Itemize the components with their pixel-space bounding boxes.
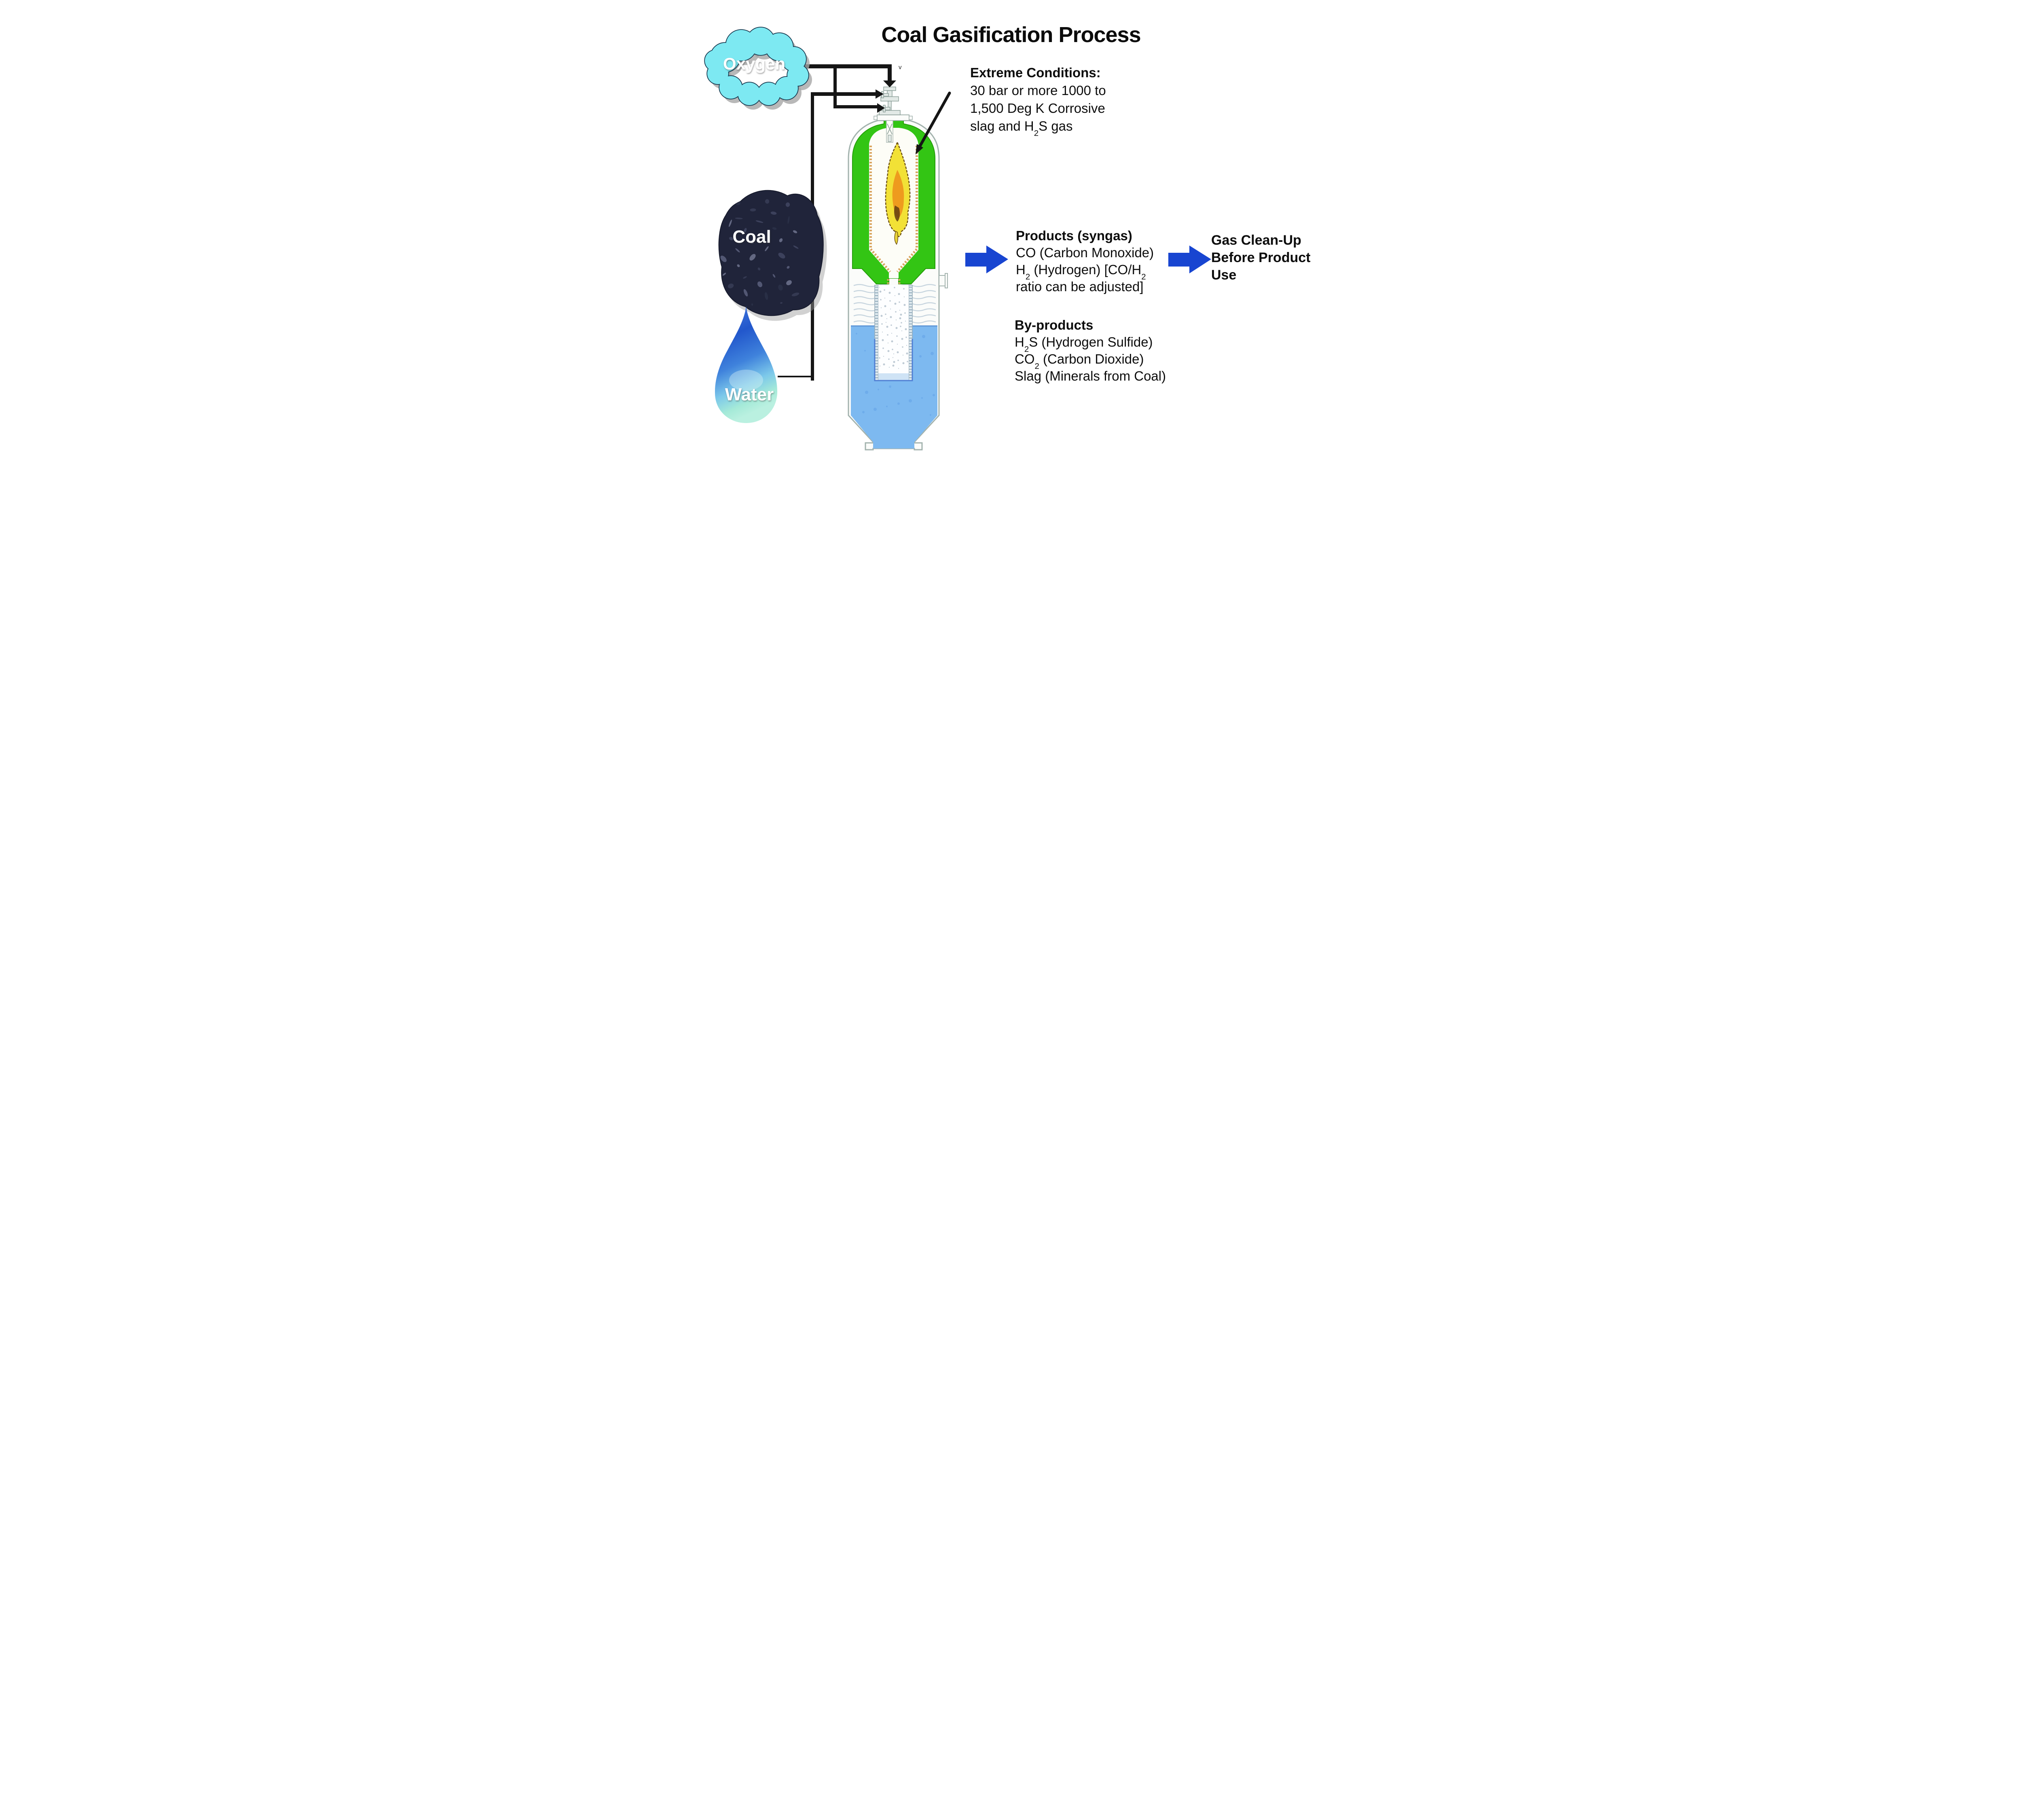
side-port-stub bbox=[939, 273, 948, 288]
dip-tube-rungs bbox=[875, 287, 912, 378]
diagram-canvas: v Coal Gasification Process Oxygen Coal … bbox=[701, 0, 1321, 455]
products-line: H2 (Hydrogen) [CO/H2 bbox=[1016, 262, 1146, 282]
dip-tube-speckles bbox=[878, 286, 908, 369]
extreme-pointer-arrow bbox=[916, 91, 951, 154]
byproducts-heading: By-products bbox=[1015, 317, 1093, 332]
burner-feed-tube bbox=[886, 120, 893, 143]
coal-lump-icon bbox=[718, 190, 827, 321]
extreme-conditions-line: slag and H2S gas bbox=[970, 119, 1073, 138]
byproducts-note: By-products H2S (Hydrogen Sulfide) CO2 (… bbox=[1015, 317, 1166, 385]
gasifier-vessel bbox=[848, 87, 948, 451]
extreme-conditions-heading: Extreme Conditions: bbox=[970, 65, 1101, 80]
gas-cleanup-note: Gas Clean-Up Before Product Use bbox=[1211, 232, 1311, 284]
byproducts-line: H2S (Hydrogen Sulfide) bbox=[1015, 334, 1153, 354]
oxygen-feed-line bbox=[802, 64, 892, 81]
products-line: CO (Carbon Monoxide) bbox=[1016, 245, 1154, 260]
injector-valve-assembly bbox=[879, 87, 901, 115]
products-heading: Products (syngas) bbox=[1016, 228, 1132, 243]
coal-label: Coal bbox=[732, 227, 771, 247]
cleanup-flow-arrow-icon bbox=[1168, 245, 1211, 273]
oxygen-label: Oxygen bbox=[723, 54, 786, 73]
products-note: Products (syngas) CO (Carbon Monoxide) H… bbox=[1016, 227, 1154, 295]
trunk-arrowhead-icon bbox=[876, 89, 884, 99]
water-connector-line bbox=[778, 376, 814, 377]
flame-icon bbox=[885, 141, 911, 245]
valve-marker-label: v bbox=[899, 64, 902, 71]
quench-dip-tube bbox=[874, 285, 913, 381]
oxygen-cloud-icon bbox=[704, 27, 812, 110]
oxygen-down-arrowhead-icon bbox=[883, 80, 896, 87]
vessel-water-pool bbox=[851, 326, 937, 449]
gas-cleanup-line: Before Product bbox=[1211, 250, 1311, 265]
water-drop-icon bbox=[715, 306, 778, 423]
byproducts-line: Slag (Minerals from Coal) bbox=[1015, 368, 1166, 383]
vessel-neck-collar bbox=[874, 114, 913, 121]
extreme-conditions-line: 30 bar or more 1000 to bbox=[970, 83, 1106, 98]
page-title: Coal Gasification Process bbox=[881, 23, 1141, 47]
gas-cleanup-line: Gas Clean-Up bbox=[1211, 233, 1301, 248]
extreme-conditions-line: 1,500 Deg K Corrosive bbox=[970, 101, 1105, 116]
diagram-art: v bbox=[704, 27, 1211, 451]
extreme-conditions-note: Extreme Conditions: 30 bar or more 1000 … bbox=[970, 64, 1106, 138]
products-line: ratio can be adjusted] bbox=[1016, 279, 1144, 294]
branch-arrowhead-icon bbox=[877, 103, 885, 113]
syngas-flow-arrow-icon bbox=[965, 245, 1008, 273]
gas-cleanup-line: Use bbox=[1211, 267, 1237, 283]
chamber-lining bbox=[869, 146, 918, 285]
oxygen-branch-line bbox=[833, 66, 877, 108]
byproducts-line: CO2 (Carbon Dioxide) bbox=[1015, 351, 1144, 371]
water-label: Water bbox=[725, 385, 774, 404]
